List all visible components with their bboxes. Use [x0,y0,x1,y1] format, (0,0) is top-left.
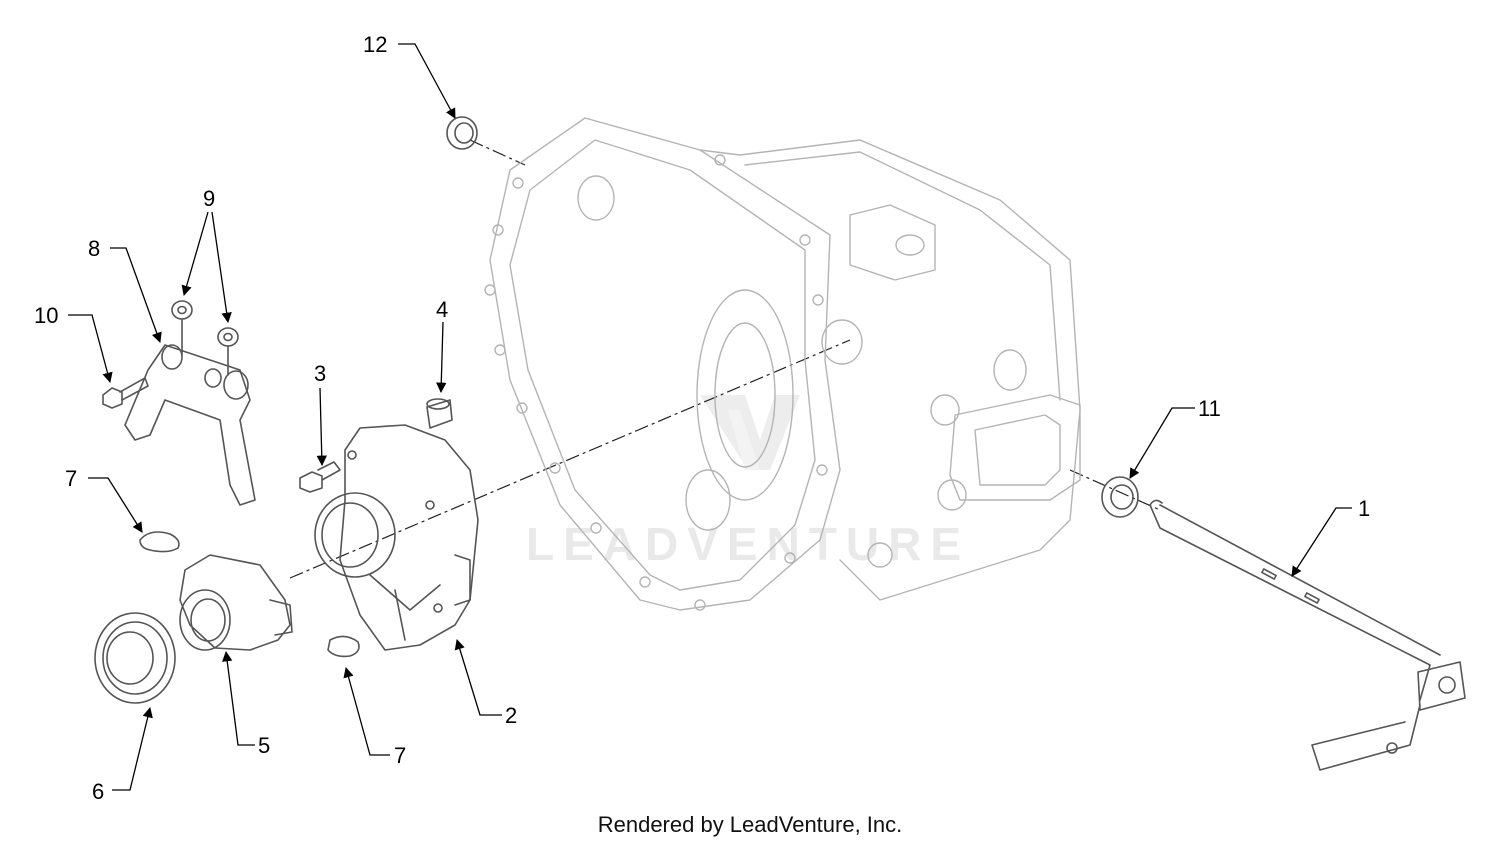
screw-part-3 [299,461,341,493]
bolt-part-10 [102,377,149,409]
callout-9: 9 [181,186,232,324]
callout-10: 10 [34,303,113,384]
bearing-part-6 [94,612,176,704]
clutch-shaft-part-1 [1149,499,1466,771]
callout-2: 2 [454,639,517,728]
seal-part-12 [446,116,478,150]
callout-6: 6 [92,706,153,804]
callout-label: 2 [505,703,517,728]
shaft-seal-part-11 [1101,476,1139,518]
callout-label: 10 [34,303,58,328]
callout-label: 1 [1358,496,1370,521]
bearing-cover-part-2 [314,424,479,651]
callout-12: 12 [363,32,456,119]
callout-label: 7 [65,466,77,491]
callout-label: 11 [1198,396,1221,421]
snap-ring-part-7-lower [327,635,360,658]
release-bearing-part-5 [179,554,293,651]
washers-part-9 [171,300,239,376]
callout-7-lower: 7 [343,666,406,768]
callout-label: 4 [436,297,448,322]
callout-1: 1 [1291,496,1370,577]
callout-7-upper: 7 [65,466,143,533]
callout-label: 12 [363,32,387,57]
dowel-pin-part-4 [426,398,453,429]
callout-label: 8 [88,236,100,261]
watermark-text: LEADVENTURE [526,518,970,570]
callout-4: 4 [436,297,448,394]
callout-label: 7 [394,743,406,768]
callout-label: 3 [314,361,326,386]
callout-3: 3 [314,361,327,467]
watermark: LEADVENTURE [526,395,970,570]
center-lines [289,139,1161,579]
callout-11: 11 [1129,396,1221,479]
callout-8: 8 [88,236,162,343]
shift-fork-part-8 [124,344,256,506]
callout-label: 9 [203,186,215,211]
transmission-housing [484,117,1081,611]
callout-label: 6 [92,779,104,804]
rendered-by-footer: Rendered by LeadVenture, Inc. [597,812,903,837]
callout-5: 5 [222,650,270,758]
callout-label: 5 [258,733,270,758]
snap-ring-part-7-upper [139,531,180,553]
